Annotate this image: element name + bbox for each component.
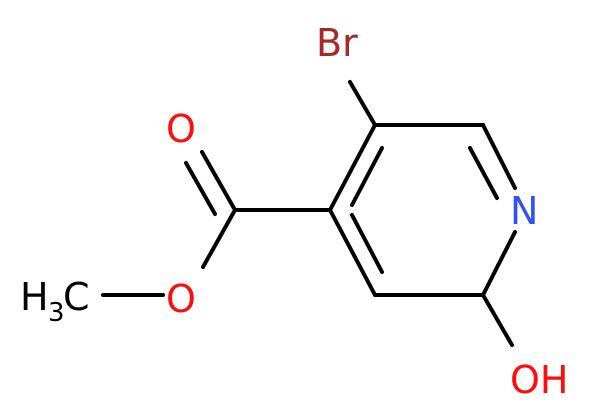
atom-oxygen-carbonyl: O <box>166 107 196 151</box>
atom-methyl-h: H <box>20 275 49 319</box>
atom-methyl-c: C <box>63 275 90 319</box>
bond-n-c6 <box>481 230 517 297</box>
bond-c2-n-double-outer <box>481 123 517 190</box>
bond-c3-c4-inner <box>350 146 384 207</box>
bond-c2-n-double-inner <box>468 146 499 200</box>
bond-c3-c4 <box>328 123 377 212</box>
bond-c3-br <box>348 80 377 127</box>
atom-nitrogen: N <box>510 189 538 233</box>
atom-bromine: Br <box>316 21 358 65</box>
bond-c5-c4-outer <box>328 208 377 297</box>
bond-carbonyl-c-o <box>201 208 237 269</box>
bond-c6-oh <box>481 293 514 347</box>
bond-c5-c4-inner <box>350 213 384 274</box>
bond-carbonyl-double-outer <box>200 150 237 212</box>
bond-carbonyl-double-inner <box>184 161 217 216</box>
atom-hydroxyl: OH <box>510 358 568 402</box>
atom-methyl-subscript: 3 <box>48 298 65 328</box>
atom-oxygen-ester: O <box>166 277 196 321</box>
